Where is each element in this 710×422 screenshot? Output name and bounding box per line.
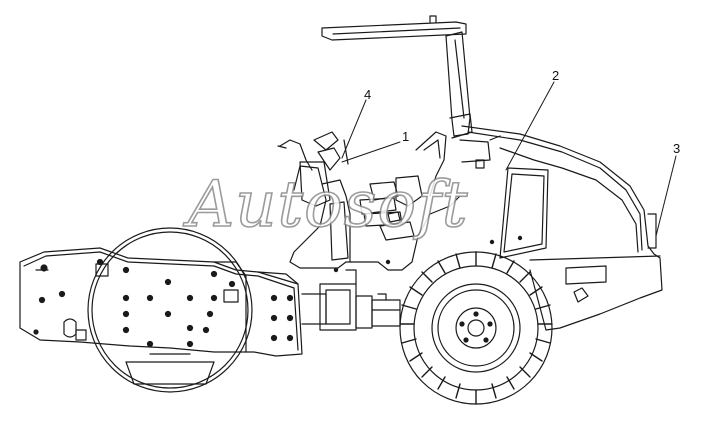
leader-line-4 xyxy=(341,99,367,159)
articulation-joint xyxy=(301,269,401,331)
callout-4: 4 xyxy=(364,87,372,102)
leader-lines xyxy=(341,81,677,237)
tire-tread xyxy=(399,251,553,405)
leader-line-2 xyxy=(505,81,555,171)
frame-bolts xyxy=(33,258,294,348)
leader-line-3 xyxy=(655,155,677,237)
rear-body xyxy=(459,125,663,331)
callout-2: 2 xyxy=(552,68,560,83)
body-details xyxy=(333,235,523,273)
front-drum xyxy=(87,227,253,393)
wheel-hub-bolts xyxy=(459,311,493,343)
leader-line-1 xyxy=(341,141,401,163)
frame-decals xyxy=(75,263,239,341)
drum-frame xyxy=(19,247,303,357)
operator-station xyxy=(277,131,461,271)
rear-tire xyxy=(399,251,553,405)
callout-3: 3 xyxy=(673,141,681,156)
rops-canopy xyxy=(321,15,473,139)
callout-1: 1 xyxy=(402,129,410,144)
